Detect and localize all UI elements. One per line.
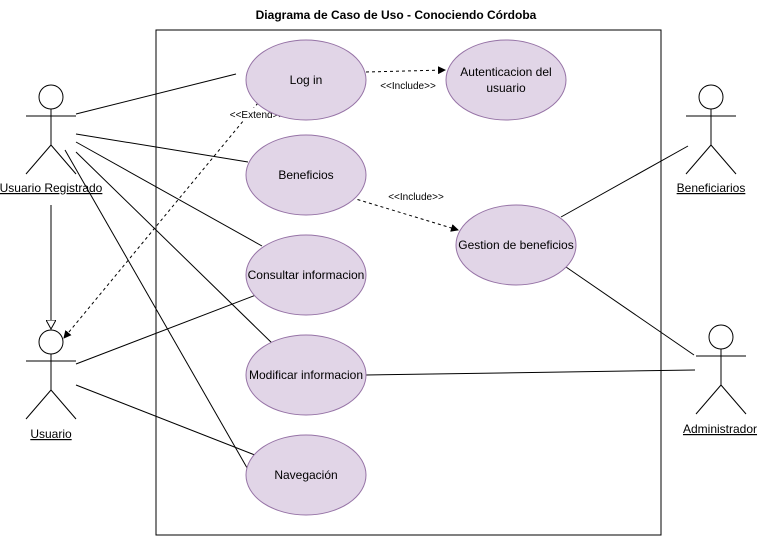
include-arrow-beneficios-gestion (345, 195, 459, 232)
extend-label: <<Extend>> (230, 110, 285, 121)
use-case-modificar[interactable]: Modificar informacion (245, 334, 367, 416)
use-case-modificar-ellipse[interactable] (245, 334, 367, 416)
actor-administrador[interactable]: Administrador (683, 324, 757, 436)
include-arrow-login-auth (365, 66, 446, 75)
stick-figure-icon (25, 329, 77, 420)
use-case-navegacion-label: Navegación (274, 468, 337, 482)
diagram-title: Diagrama de Caso de Uso - Conociendo Cór… (256, 8, 537, 22)
use-case-beneficios-label: Beneficios (278, 168, 333, 182)
assoc-registrado-consultar (75, 141, 263, 247)
actor-usuario-registrado-label: Usuario Registrado (0, 181, 103, 195)
actor-usuario-label: Usuario (30, 427, 72, 441)
use-case-gestion-label: Gestion de beneficios (458, 238, 573, 252)
extend-arrow-login-usuario (63, 102, 259, 339)
use-case-login[interactable]: Log in (245, 39, 367, 121)
use-case-consultar-ellipse[interactable] (245, 234, 367, 316)
use-case-login-label: Log in (290, 73, 323, 87)
stick-figure-icon (25, 84, 77, 175)
associations (64, 73, 696, 488)
use-case-autenticacion-label-1: Autenticacion del (460, 65, 551, 79)
use-case-navegacion[interactable]: Navegación (245, 434, 367, 516)
assoc-usuario-consultar (75, 294, 257, 365)
assoc-registrado-login (75, 73, 237, 115)
assoc-beneficiarios-gestion (560, 145, 689, 218)
use-case-navegacion-ellipse[interactable] (245, 434, 367, 516)
use-case-autenticacion-ellipse[interactable] (445, 39, 567, 121)
stick-figure-icon (685, 84, 737, 175)
use-case-login-ellipse[interactable] (245, 39, 367, 121)
stick-figure-icon (695, 324, 747, 415)
use-case-gestion[interactable]: Gestion de beneficios (455, 204, 577, 286)
assoc-usuario-navegacion (75, 384, 261, 458)
assoc-admin-gestion (565, 266, 695, 356)
assoc-registrado-navegacion (64, 149, 259, 488)
include-label-1: <<Include>> (380, 81, 436, 92)
use-case-gestion-ellipse[interactable] (455, 204, 577, 286)
actor-administrador-label: Administrador (683, 422, 757, 436)
assoc-admin-modificar (365, 369, 696, 376)
use-case-beneficios-ellipse[interactable] (245, 134, 367, 216)
use-case-autenticacion-label-2: usuario (486, 81, 526, 95)
actor-beneficiarios-label: Beneficiarios (677, 181, 746, 195)
use-case-autenticacion[interactable]: Autenticacion del usuario (445, 39, 567, 121)
actor-beneficiarios[interactable]: Beneficiarios (677, 84, 746, 195)
use-case-consultar[interactable]: Consultar informacion (245, 234, 367, 316)
assoc-registrado-modificar (75, 151, 276, 347)
use-case-beneficios[interactable]: Beneficios (245, 134, 367, 216)
actor-usuario-registrado[interactable]: Usuario Registrado (0, 84, 103, 195)
system-boundary (155, 29, 662, 536)
include-label-2: <<Include>> (388, 192, 444, 203)
use-case-consultar-label: Consultar informacion (248, 268, 365, 282)
assoc-registrado-beneficios (75, 133, 249, 163)
use-case-modificar-label: Modificar informacion (249, 368, 363, 382)
actor-usuario[interactable]: Usuario (25, 329, 77, 441)
